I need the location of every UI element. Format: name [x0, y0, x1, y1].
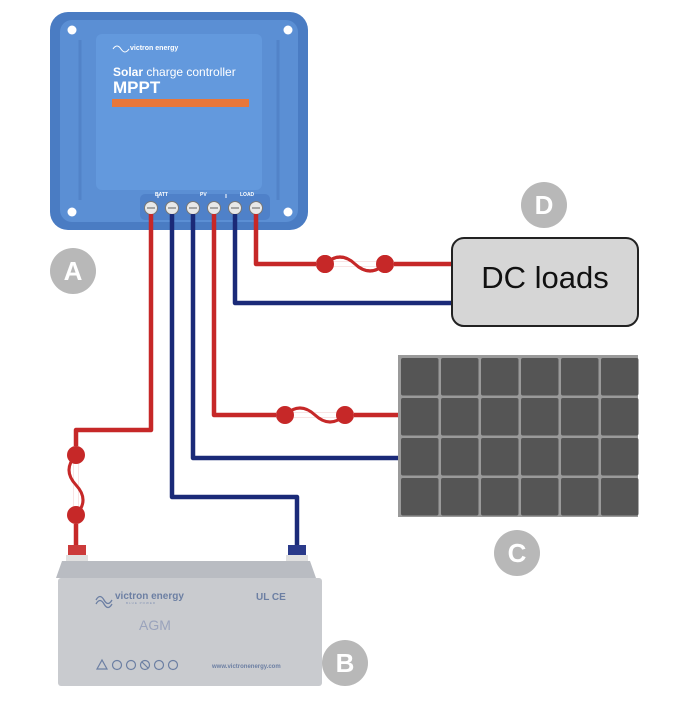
controller-subtitle-bold: Solar: [113, 65, 144, 79]
wiring: [73, 214, 452, 550]
solar-cell: [441, 358, 479, 396]
solar-cell: [481, 358, 519, 396]
dc-loads-box: [451, 237, 639, 327]
solar-cell: [401, 478, 439, 516]
controller-subtitle-rest: charge controller: [143, 65, 236, 79]
controller-brand: victron energy: [130, 45, 179, 52]
solar-cell: [521, 478, 559, 516]
solar-cell: [561, 438, 599, 476]
solar-cell: [481, 398, 519, 436]
controller-front-panel: [96, 34, 262, 190]
manual-icon: [111, 659, 123, 671]
solar-cell: [521, 438, 559, 476]
battery-lid: [56, 561, 316, 578]
solar-cell: [441, 478, 479, 516]
battery-website: www.victronenergy.com: [212, 664, 281, 670]
solar-cell: [561, 478, 599, 516]
solar-cell: [521, 398, 559, 436]
mppt-controller: [50, 12, 308, 230]
badge-c: C: [494, 530, 540, 576]
agm-battery: [56, 545, 322, 686]
solar-cell: [441, 438, 479, 476]
controller-stripe: [112, 99, 249, 107]
recycle-icon: [153, 659, 165, 671]
solar-cell: [601, 398, 639, 436]
solar-cell: [481, 438, 519, 476]
terminal-label-pv: PV: [200, 192, 207, 198]
victron-logo-icon: [112, 45, 130, 53]
badge-a: A: [50, 248, 96, 294]
pv-fuse: [276, 406, 354, 424]
solar-cell: [521, 358, 559, 396]
pv-negative-wire: [190, 214, 398, 461]
solar-cell: [441, 398, 479, 436]
solar-cell: [601, 358, 639, 396]
solar-cells: [401, 358, 639, 516]
terminal-label-batt: BATT: [155, 192, 168, 198]
victron-logo-icon: [95, 595, 113, 609]
solar-cell: [481, 478, 519, 516]
battery-brand: victron energy: [115, 591, 184, 602]
controller-title: MPPT: [113, 78, 161, 97]
solar-panel: [398, 355, 639, 517]
battery-body: [58, 578, 322, 686]
warning-icon: [95, 658, 109, 670]
terminal-label-load: LOAD: [240, 192, 255, 198]
load-negative-wire: [232, 214, 452, 306]
goggles-icon: [125, 659, 137, 671]
dc-loads-label: DC loads: [481, 260, 609, 295]
battery-negative-wire: [169, 214, 300, 550]
pv-positive-wire: [211, 214, 398, 418]
bin-icon: [167, 659, 179, 671]
battery-type: AGM: [139, 617, 171, 633]
battery-certifications: UL CE: [256, 592, 286, 603]
safety-symbols: [95, 658, 179, 671]
solar-cell: [401, 398, 439, 436]
no-flame-icon: [139, 659, 151, 671]
badge-d: D: [521, 182, 567, 228]
solar-cell: [561, 398, 599, 436]
solar-cell: [601, 478, 639, 516]
solar-cell: [401, 438, 439, 476]
mounting-hole: [283, 25, 293, 35]
solar-cell: [601, 438, 639, 476]
mounting-hole: [67, 25, 77, 35]
badge-b: B: [322, 640, 368, 686]
mounting-hole: [283, 207, 293, 217]
solar-cell: [561, 358, 599, 396]
load-fuse: [316, 255, 394, 273]
battery-tagline: BLUE POWER: [126, 601, 157, 605]
controller-subtitle: Solar charge controller: [113, 65, 236, 79]
mounting-hole: [67, 207, 77, 217]
solar-cell: [401, 358, 439, 396]
battery-fuse: [67, 446, 85, 524]
